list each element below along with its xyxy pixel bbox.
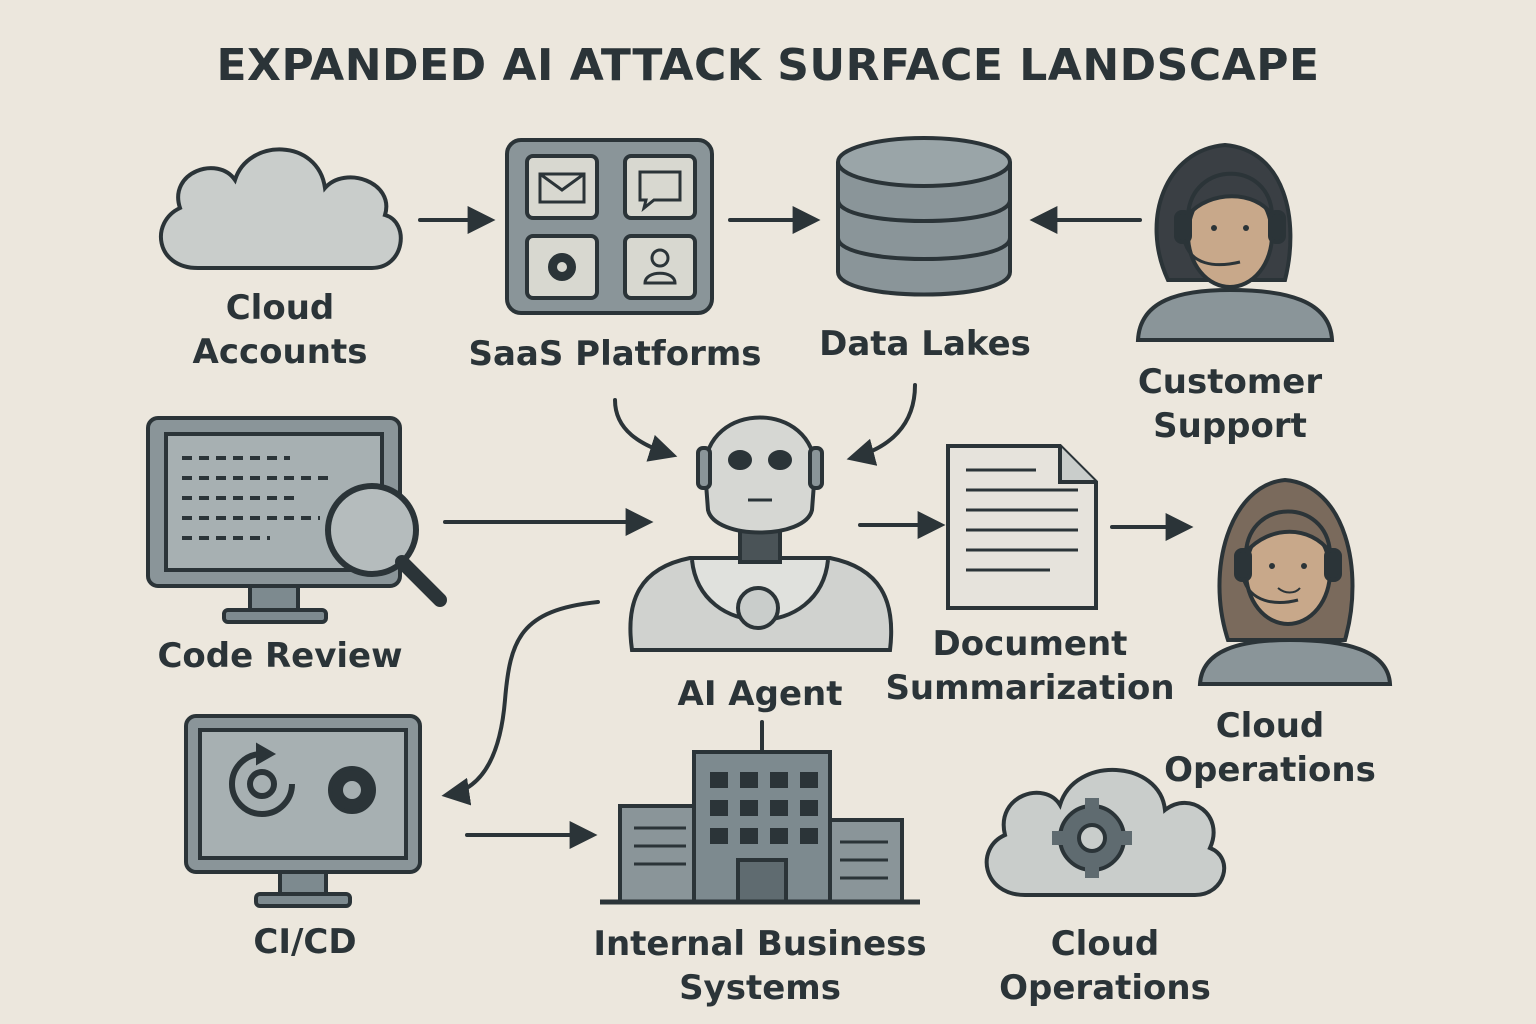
monitor-pipeline-icon [184,714,422,908]
app-grid-icon [505,138,714,315]
headset-person-icon [1135,142,1335,342]
database-icon [836,136,1012,297]
label-data-lakes: Data Lakes [819,324,1031,364]
office-building-icon [600,750,920,905]
arrow-datalakes-to-agent [846,383,917,466]
label-code-review: Code Review [157,636,403,676]
label-ci-cd: CI/CD [253,922,357,962]
document-icon [946,444,1098,610]
label-saas-platforms: SaaS Platforms [468,334,762,374]
cloud-gear-icon [984,768,1227,897]
headset-person-icon [1197,477,1393,686]
label-ai-agent: AI Agent [677,674,843,714]
robot-icon [628,415,894,652]
diagram-title: EXPANDED AI ATTACK SURFACE LANDSCAPE [216,40,1320,91]
monitor-magnifier-icon [146,416,447,624]
arrow-agent-to-cicd [441,600,600,806]
cloud-icon [158,147,403,270]
arrow-saas-to-agent [613,398,678,462]
